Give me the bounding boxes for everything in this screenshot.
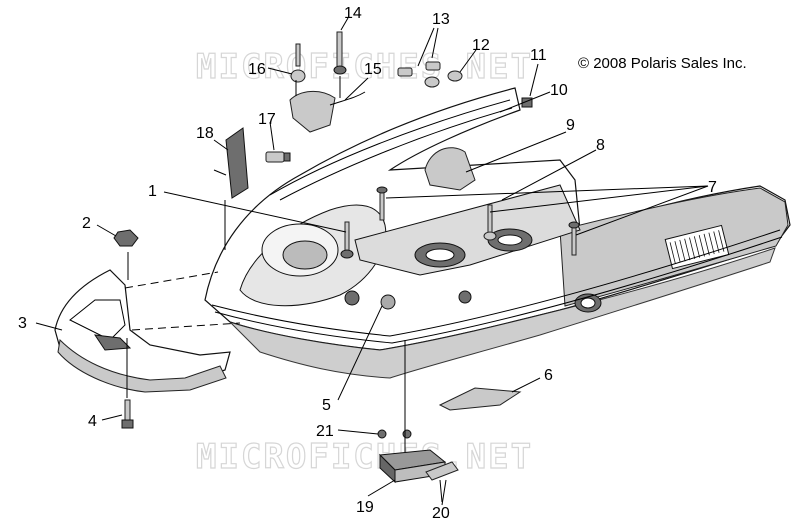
handle-9 (424, 147, 476, 191)
bolt-17 (265, 151, 291, 163)
pad-19 (378, 449, 447, 484)
bolt-1 (340, 221, 354, 259)
bolts-7 (376, 186, 580, 256)
callout-5: 5 (322, 397, 331, 414)
leader-lines (35, 17, 709, 506)
callout-12: 12 (472, 37, 490, 54)
bolt-16 (290, 43, 306, 83)
bolt-4 (121, 399, 134, 429)
callout-21: 21 (316, 423, 334, 440)
copyright-text: © 2008 Polaris Sales Inc. (578, 55, 747, 72)
callout-3: 3 (18, 315, 27, 332)
callout-17: 17 (258, 111, 276, 128)
callout-18: 18 (196, 125, 214, 142)
callout-11: 11 (530, 47, 547, 64)
callout-14: 14 (344, 5, 362, 22)
hull-body (204, 87, 791, 379)
callouts: 1 2 3 4 5 6 7 8 9 10 11 12 13 14 15 16 1… (18, 5, 717, 520)
washer-12 (424, 70, 463, 88)
callout-7: 7 (708, 179, 717, 196)
callout-13: 13 (432, 11, 450, 28)
callout-15: 15 (364, 61, 382, 78)
watermark-top: MICROFICHES.NET (196, 47, 533, 87)
plate-6 (438, 387, 522, 411)
latch-15 (289, 91, 366, 133)
nut-11 (521, 97, 533, 108)
callout-2: 2 (82, 215, 91, 232)
front-bumper (54, 269, 231, 393)
bracket-18 (213, 127, 249, 199)
watermark-bottom: MICROFICHES.NET (196, 437, 533, 477)
nut-2 (113, 229, 139, 247)
callout-20: 20 (432, 505, 450, 520)
bolt-14 (333, 31, 347, 75)
callout-8: 8 (596, 137, 605, 154)
callout-9: 9 (566, 117, 575, 134)
callout-16: 16 (248, 61, 266, 78)
callout-4: 4 (88, 413, 97, 430)
pad-20 (425, 461, 459, 481)
callout-6: 6 (544, 367, 553, 384)
assembly-lines (124, 76, 341, 398)
callout-10: 10 (550, 82, 568, 99)
callout-1: 1 (148, 183, 157, 200)
callout-19: 19 (356, 499, 374, 516)
screw-13 (397, 61, 441, 77)
